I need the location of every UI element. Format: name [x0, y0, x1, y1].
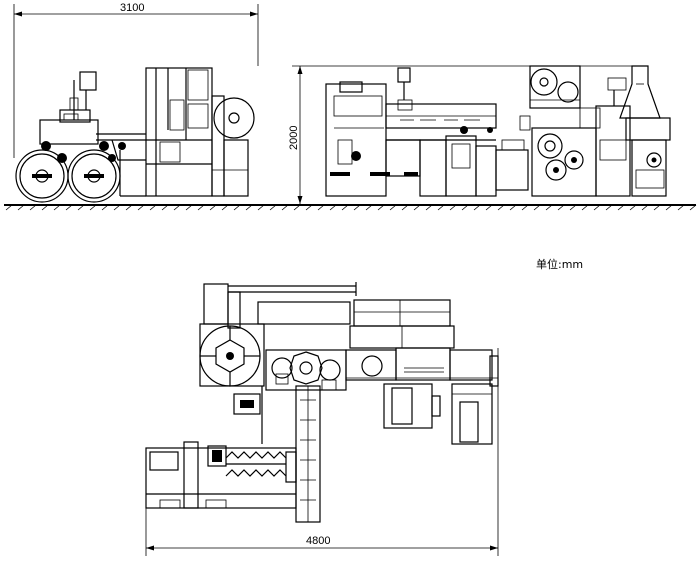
side-elevation-right-machine [325, 65, 671, 197]
plan-view [145, 282, 499, 523]
dimension-label-4800: 4800 [306, 535, 330, 547]
dimension-2000: 2000 [288, 65, 640, 204]
side-elevation-left-machine [15, 67, 255, 203]
dimension-3100: 3100 [13, 2, 259, 158]
paper-roll [213, 97, 255, 139]
dimension-label-2000: 2000 [288, 126, 300, 150]
unit-label: 单位:mm [536, 257, 583, 271]
dimension-4800: 4800 [145, 348, 499, 556]
dimension-label-3100: 3100 [120, 2, 144, 14]
ground-line [4, 204, 697, 211]
